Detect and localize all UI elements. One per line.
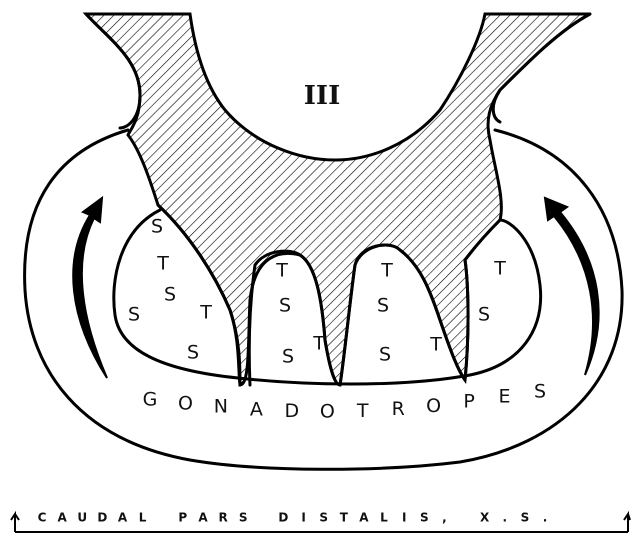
cell-label: S xyxy=(187,342,199,364)
caption-letter: D xyxy=(97,511,107,525)
gonadotropes-letter: O xyxy=(426,395,441,417)
caption-letter: U xyxy=(77,511,87,525)
caption-letter: C xyxy=(38,511,47,525)
caption-letter: X xyxy=(480,511,490,525)
gonadotropes-letter: E xyxy=(498,386,510,408)
cell-label: T xyxy=(275,260,288,282)
caption-letter: . xyxy=(543,511,548,525)
caption-letter: , xyxy=(442,511,447,525)
caption-letter: L xyxy=(380,511,388,525)
caption-letter: S xyxy=(239,511,248,525)
gonadotropes-letter: D xyxy=(284,400,299,422)
caption-letter: A xyxy=(57,511,67,525)
right-curved-arrow xyxy=(545,198,599,375)
cell-label: T xyxy=(380,260,393,282)
cell-label: S xyxy=(164,284,176,306)
left-caption-arrow xyxy=(11,514,19,532)
caption-letter: D xyxy=(278,511,288,525)
gonadotropes-letter: P xyxy=(463,391,474,413)
caption-letter: I xyxy=(301,511,305,525)
caption-letter: L xyxy=(139,511,147,525)
left-curved-arrow xyxy=(73,198,107,378)
cell-label: S xyxy=(282,346,294,368)
neural-stalk-hatched-region xyxy=(86,14,590,385)
caption-letter: S xyxy=(319,511,328,525)
cell-label: T xyxy=(199,302,212,324)
gonadotropes-letter: O xyxy=(178,392,193,414)
cell-label: T xyxy=(493,258,506,280)
caption-letter: T xyxy=(340,511,349,525)
gonadotropes-letter: S xyxy=(534,381,546,403)
caption-letter: S xyxy=(521,511,530,525)
caption-letter: S xyxy=(420,511,429,525)
right-caption-arrow xyxy=(624,514,630,532)
cell-label: S xyxy=(377,295,389,317)
gonadotropes-letter: N xyxy=(214,396,228,418)
cell-label: S xyxy=(379,344,391,366)
caption-letter: A xyxy=(359,511,369,525)
caption-letter: A xyxy=(198,511,208,525)
cell-label: S xyxy=(279,295,291,317)
gonadotropes-letter: T xyxy=(356,400,369,422)
cell-label: S xyxy=(478,304,490,326)
caption-letter: I xyxy=(402,511,406,525)
gonadotropes-letter: A xyxy=(250,398,263,420)
caption-letter: A xyxy=(118,511,128,525)
cell-label: T xyxy=(429,334,442,356)
caption-letter: . xyxy=(503,511,508,525)
cell-label: S xyxy=(151,216,163,238)
gonadotropes-letter: R xyxy=(392,398,405,420)
cell-label: T xyxy=(156,253,169,275)
gonadotropes-letter: O xyxy=(320,401,335,423)
caption-letter: R xyxy=(218,511,227,525)
gonadotropes-letter: G xyxy=(143,389,158,411)
third-ventricle-label: III xyxy=(304,81,341,111)
cell-label: S xyxy=(128,304,140,326)
cell-label: T xyxy=(312,333,325,355)
caption-letter: P xyxy=(178,511,187,525)
